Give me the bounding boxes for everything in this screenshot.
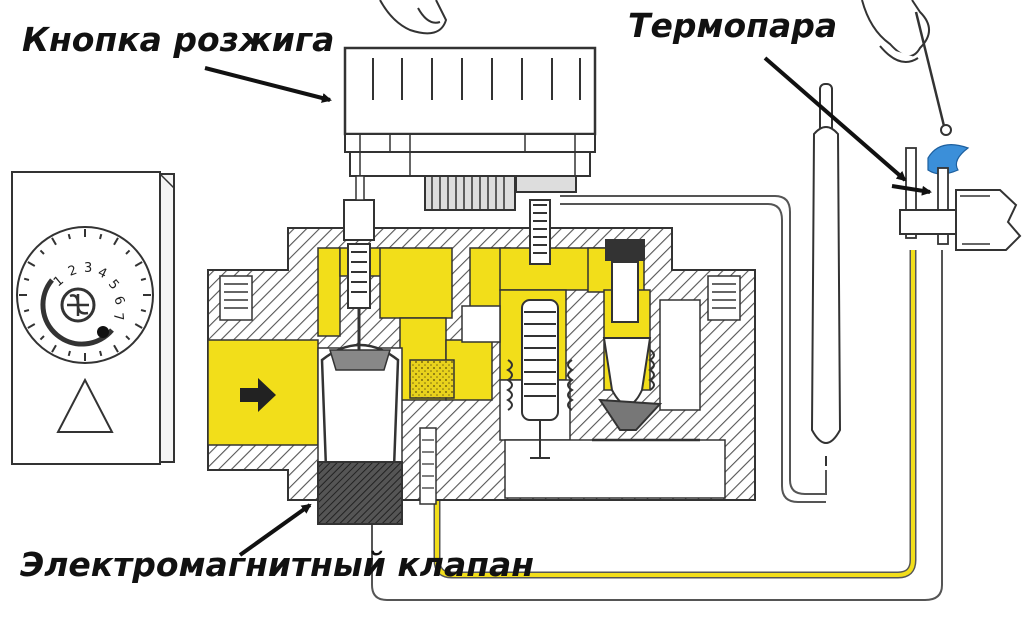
- dial-tick: [27, 261, 36, 267]
- dial-number-3: 3: [84, 261, 92, 276]
- dial-tick: [51, 237, 57, 246]
- dial-tick: [134, 323, 143, 329]
- ignition-button[interactable]: [343, 46, 597, 211]
- dial-tick: [113, 344, 119, 353]
- thermostat-tube: [560, 195, 827, 503]
- gas-flow-arrow-icon: [240, 378, 276, 412]
- label-ignition-button: Кнопка розжига: [22, 20, 335, 59]
- arrow-thermocouple: [763, 56, 907, 182]
- pressure-regulator: [592, 239, 700, 442]
- dial-tick: [134, 261, 143, 267]
- hand-with-lighter: [861, 0, 952, 136]
- gas-filter: [409, 359, 455, 399]
- dial-tick: [99, 350, 103, 357]
- dial-tick: [140, 309, 147, 313]
- dial-tick: [67, 233, 71, 240]
- dial-tick: [27, 323, 36, 329]
- hand-pressing-button: [379, 0, 448, 35]
- main-valve-spring: [506, 199, 574, 459]
- dial-tick: [51, 344, 57, 353]
- temperature-dial[interactable]: 1 2 3 4 5 6 7: [16, 226, 154, 364]
- arrow-thermocouple-2: [891, 184, 932, 196]
- dial-tick: [99, 233, 103, 240]
- dial-tick: [23, 309, 30, 313]
- dial-tick: [67, 350, 71, 357]
- arrow-ignition-button: [204, 66, 332, 103]
- arrow-solenoid-valve: [238, 503, 312, 557]
- solenoid-valve: [317, 343, 403, 525]
- label-thermocouple: Термопара: [628, 6, 838, 45]
- callout-arrows: [204, 56, 932, 557]
- thermocouple-wire: [371, 250, 943, 601]
- dial-tick: [23, 277, 30, 281]
- thermocouple-assembly: [899, 144, 1022, 251]
- dial-ticks: [19, 229, 151, 361]
- dial-tick: [39, 249, 45, 255]
- thermostat-bulb: [810, 83, 842, 466]
- dial-tick: [39, 335, 45, 341]
- label-solenoid-valve: Электромагнитный клапан: [20, 545, 535, 584]
- dial-tick: [125, 335, 131, 341]
- dial-tick: [113, 237, 119, 246]
- dial-number-7: 7: [110, 312, 126, 322]
- dial-tick: [125, 249, 131, 255]
- valve-body: [207, 227, 756, 525]
- dial-tick: [140, 277, 147, 281]
- pilot-plunger: [343, 199, 375, 350]
- warning-triangle-icon: [56, 377, 114, 433]
